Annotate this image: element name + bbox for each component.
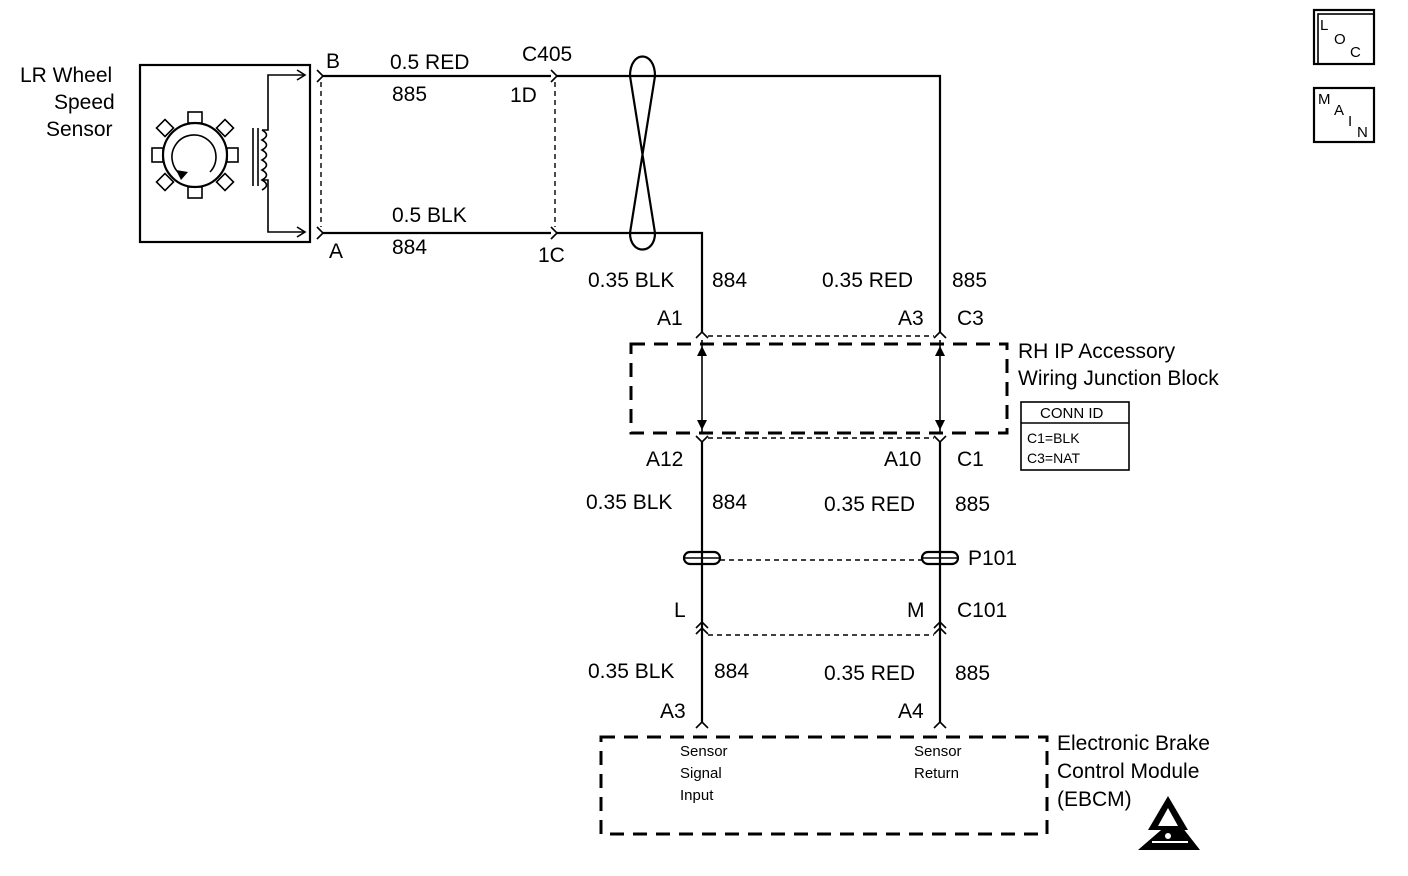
conn-id-row2: C3=NAT bbox=[1027, 450, 1080, 466]
c405-pin-1c bbox=[550, 226, 559, 240]
right-mid-gauge: 0.35 RED bbox=[824, 493, 915, 516]
jb-pin-a1-label: A1 bbox=[657, 307, 683, 330]
wire-bottom-circuit: 884 bbox=[392, 236, 427, 259]
c405-1d-label: 1D bbox=[510, 84, 537, 107]
right-lower-gauge: 0.35 RED bbox=[824, 662, 915, 685]
pin-a-terminal bbox=[316, 226, 325, 240]
right-upper-gauge: 0.35 RED bbox=[822, 269, 913, 292]
wire-884-to-junction bbox=[557, 231, 704, 332]
loc-letter-c: C bbox=[1350, 44, 1361, 61]
wire-top-circuit: 885 bbox=[392, 83, 427, 106]
sensor-rotor-icon bbox=[151, 111, 239, 199]
jb-pin-a10-label: A10 bbox=[884, 448, 921, 471]
ebcm-signal-line1: Sensor bbox=[680, 743, 728, 760]
ebcm-label-line3: (EBCM) bbox=[1057, 788, 1132, 811]
ebcm-box bbox=[599, 735, 1049, 836]
conn-id-table: CONN ID C1=BLK C3=NAT bbox=[1020, 401, 1130, 471]
jb-pin-a3-label: A3 bbox=[898, 307, 924, 330]
left-mid-gauge: 0.35 BLK bbox=[586, 491, 672, 514]
c101-pin-m-terminal bbox=[933, 620, 947, 629]
sensor-label-line1: LR Wheel bbox=[20, 64, 112, 87]
pin-b-terminal bbox=[316, 69, 325, 83]
c101-label: C101 bbox=[957, 599, 1007, 622]
main-icon[interactable]: M A I N bbox=[1312, 86, 1376, 144]
pin-a-label: A bbox=[329, 240, 343, 263]
c101-pin-l-label: L bbox=[674, 599, 686, 622]
jb-conn-c1-label: C1 bbox=[957, 448, 984, 471]
left-upper-circuit: 884 bbox=[712, 269, 747, 292]
jb-a10-terminal bbox=[933, 435, 947, 444]
c405-1c-label: 1C bbox=[538, 244, 565, 267]
loc-letter-o: O bbox=[1334, 31, 1346, 48]
ebcm-label-line1: Electronic Brake bbox=[1057, 732, 1210, 755]
ebcm-a4-terminal bbox=[933, 720, 947, 729]
ebcm-signal-line2: Signal bbox=[680, 765, 722, 782]
ebcm-pin-a4-label: A4 bbox=[898, 700, 924, 723]
jb-a1-terminal bbox=[695, 330, 709, 339]
main-letter-a: A bbox=[1334, 102, 1344, 119]
conn-id-row1: C1=BLK bbox=[1027, 430, 1080, 446]
loc-letter-l: L bbox=[1320, 17, 1328, 34]
main-letter-m: M bbox=[1318, 91, 1331, 108]
loc-icon[interactable]: L O C bbox=[1312, 8, 1376, 66]
ebcm-signal-line3: Input bbox=[680, 787, 714, 804]
left-mid-circuit: 884 bbox=[712, 491, 747, 514]
junction-block-box bbox=[629, 342, 1009, 435]
left-upper-gauge: 0.35 BLK bbox=[588, 269, 674, 292]
esd-warning-icon bbox=[1138, 796, 1200, 850]
jb-label-line1: RH IP Accessory bbox=[1018, 340, 1176, 363]
c101-pin-l-terminal bbox=[695, 620, 709, 629]
wire-885-to-junction bbox=[557, 74, 942, 332]
right-upper-circuit: 885 bbox=[952, 269, 987, 292]
main-letter-i: I bbox=[1348, 113, 1352, 130]
ebcm-label-line2: Control Module bbox=[1057, 760, 1199, 783]
jb-a3-terminal bbox=[933, 330, 947, 339]
p101-grommet-icon bbox=[682, 550, 960, 566]
ebcm-return-line1: Sensor bbox=[914, 743, 962, 760]
left-lower-circuit: 884 bbox=[714, 660, 749, 683]
sensor-housing bbox=[138, 63, 312, 244]
main-letter-n: N bbox=[1357, 124, 1368, 141]
c405-pin-1d bbox=[550, 69, 559, 83]
ebcm-return-line2: Return bbox=[914, 765, 959, 782]
pin-b-label: B bbox=[326, 50, 340, 73]
wire-bottom-gauge: 0.5 BLK bbox=[392, 204, 467, 227]
jb-a12-terminal bbox=[695, 435, 709, 444]
jb-conn-c3-label: C3 bbox=[957, 307, 984, 330]
wheel-speed-sensor: LR Wheel Speed Sensor bbox=[20, 63, 312, 244]
sensor-label-line3: Sensor bbox=[46, 118, 113, 141]
conn-id-title: CONN ID bbox=[1040, 405, 1104, 422]
jb-pin-a12-label: A12 bbox=[646, 448, 683, 471]
c405-label: C405 bbox=[522, 43, 572, 66]
ebcm-a3-terminal bbox=[695, 720, 709, 729]
right-lower-circuit: 885 bbox=[955, 662, 990, 685]
wire-top-gauge: 0.5 RED bbox=[390, 51, 469, 74]
ebcm-pin-a3-label: A3 bbox=[660, 700, 686, 723]
jb-label-line2: Wiring Junction Block bbox=[1018, 367, 1219, 390]
c101-pin-m-label: M bbox=[907, 599, 925, 622]
right-mid-circuit: 885 bbox=[955, 493, 990, 516]
pickup-coil-icon bbox=[252, 69, 307, 238]
p101-label: P101 bbox=[968, 547, 1017, 570]
left-lower-gauge: 0.35 BLK bbox=[588, 660, 674, 683]
sensor-label-line2: Speed bbox=[54, 91, 115, 114]
twisted-pair-icon bbox=[628, 55, 657, 251]
